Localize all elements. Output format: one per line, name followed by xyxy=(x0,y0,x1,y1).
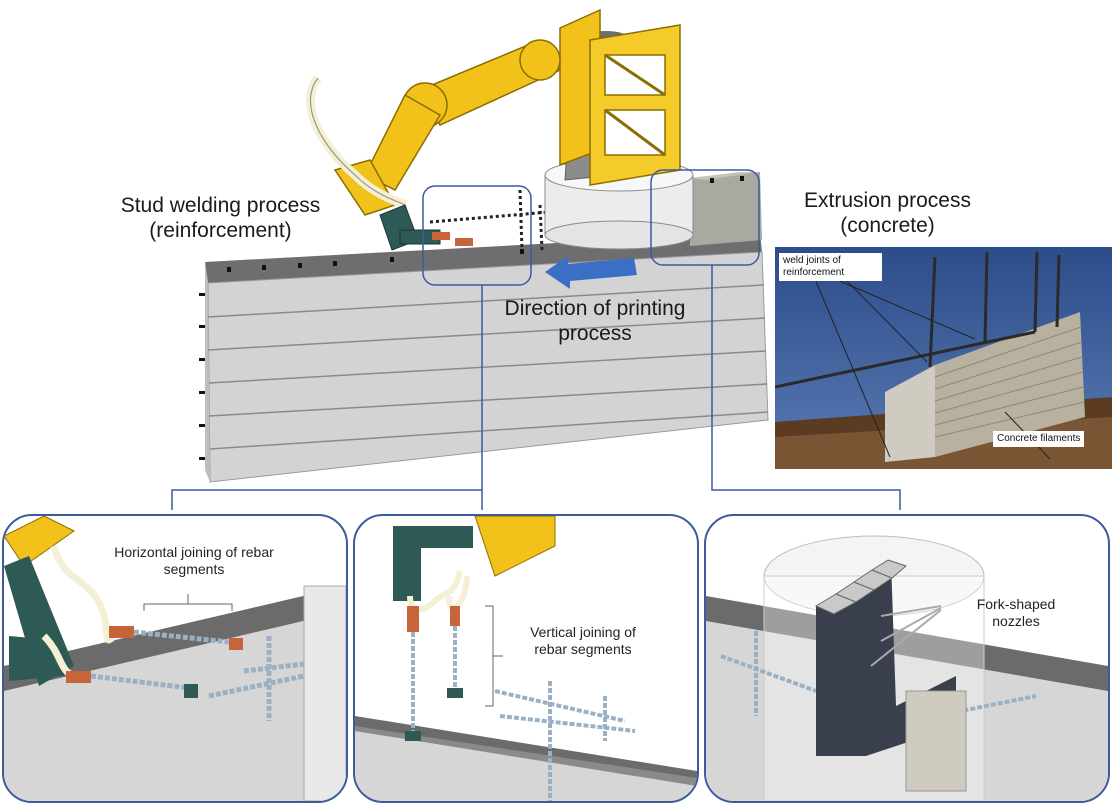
concrete-wall xyxy=(205,251,769,483)
direction-label: Direction of printing process xyxy=(480,296,710,346)
fork-nozzles-label: Fork-shaped nozzles xyxy=(961,596,1071,630)
weld-joints-label: weld joints of reinforcement xyxy=(779,253,882,281)
welding-head xyxy=(379,204,441,251)
direction-line2: process xyxy=(558,322,632,345)
extrusion-line1: Extrusion process xyxy=(804,189,971,212)
concrete-filaments-label: Concrete filaments xyxy=(993,431,1085,447)
fork-line1: Fork-shaped xyxy=(976,596,1056,612)
direction-line1: Direction of printing xyxy=(504,297,686,320)
fork-line2: nozzles xyxy=(992,613,1040,629)
horizontal-line2: segments xyxy=(163,561,225,577)
vertical-joining-label: Vertical joining of rebar segments xyxy=(503,624,663,658)
weld-label-line1: weld joints of xyxy=(783,255,841,266)
weld-label-line2: reinforcement xyxy=(783,267,845,278)
detail-panel-fork-nozzles: Fork-shaped nozzles xyxy=(704,514,1110,803)
callout-connectors xyxy=(171,265,901,510)
vertical-line1: Vertical joining of xyxy=(530,624,636,640)
vertical-line2: rebar segments xyxy=(534,641,632,657)
rebar-studs xyxy=(199,176,744,460)
robot-tower xyxy=(559,8,681,186)
direction-arrow xyxy=(545,256,637,289)
stud-welding-title: Stud welding process (reinforcement) xyxy=(98,193,343,243)
detail-panel-horizontal: Horizontal joining of rebar segments xyxy=(2,514,348,803)
horizontal-line1: Horizontal joining of rebar xyxy=(114,544,274,560)
detail-panel-vertical: Vertical joining of rebar segments xyxy=(353,514,699,803)
rebar-grid xyxy=(429,189,551,251)
callout-box-extrusion xyxy=(650,169,760,266)
horizontal-joining-label: Horizontal joining of rebar segments xyxy=(89,544,299,578)
callout-box-welding xyxy=(422,185,532,286)
extrusion-title: Extrusion process (concrete) xyxy=(785,188,990,238)
stud-welding-line2: (reinforcement) xyxy=(149,219,292,242)
stud-welding-line1: Stud welding process xyxy=(120,194,321,217)
extrusion-photo: weld joints of reinforcement Concrete fi… xyxy=(775,247,1112,469)
printed-block xyxy=(690,172,762,246)
extrusion-line2: (concrete) xyxy=(840,214,935,237)
